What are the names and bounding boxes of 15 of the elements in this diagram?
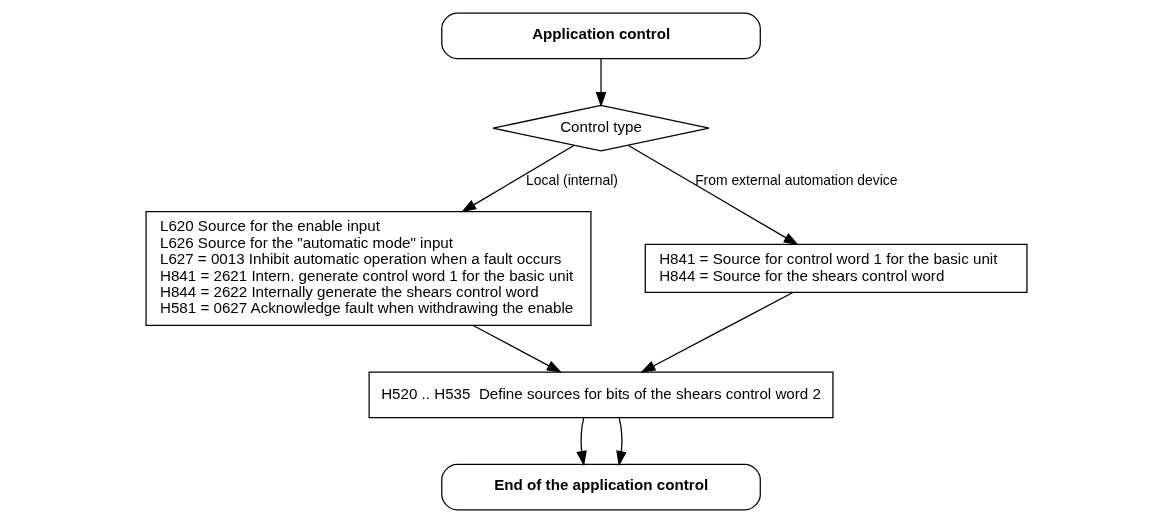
arrow: [639, 292, 793, 373]
node-box: H841 = Source for control word 1 for the basic unit H844 = Source for the shears control word: [644, 243, 1028, 294]
edge-label: From external automation device: [694, 171, 897, 188]
edge-label: Local (internal): [525, 171, 618, 188]
arrow: [575, 417, 587, 467]
arrow: [627, 144, 799, 246]
node-box: Application control: [440, 12, 761, 60]
node-box: L620 Source for the enable input L626 Source for the "automatic mode" input L627 = 0013 Inhibit automatic operation when a fault occurs H841 = 2621 Intern. generate control word 1 for the basic unit H844 = 2622 Internally generate the shears control word H581 = 0627 Acknowledge fault when withdrawing the enable: [144, 210, 592, 326]
arrow: [615, 417, 627, 467]
arrow: [472, 324, 562, 373]
node-diamond: Control type: [491, 104, 710, 152]
arrow: [595, 58, 606, 108]
node-box: End of the application control: [440, 463, 761, 511]
node-box: H520 .. H535 Define sources for bits of the shears control word 2: [368, 371, 834, 419]
arrow: [460, 144, 575, 213]
